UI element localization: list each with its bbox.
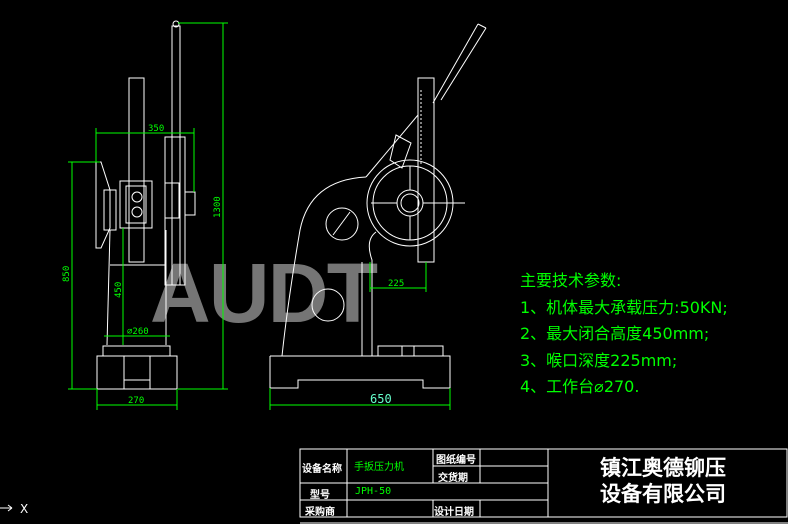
tech-title: 主要技术参数: [520,271,622,290]
company-line-1: 镇江奥德铆压 [600,456,726,480]
side-dimensions: 225 650 [269,262,451,410]
side-view [269,23,487,389]
drawing-no-label: 图纸编号 [436,455,476,466]
equipment-name-label: 设备名称 [302,464,342,475]
dim-350: 350 [148,124,164,134]
tech-item: 3、喉口深度225mm; [520,350,678,370]
purchaser-label: 采购商 [305,507,335,518]
dim-650: 650 [370,392,392,406]
tech-item: 4、工作台⌀270. [520,377,640,396]
dim-1300: 1300 [213,196,223,218]
ucs-axis-icon: X [0,502,28,516]
company-line-2: 设备有限公司 [600,482,726,506]
model-value: JPH-50 [355,486,392,497]
tech-item: 2、最大闭合高度450mm; [520,324,710,343]
front-dimensions: 350 1300 850 450 ⌀260 270 [62,22,228,410]
dim-260: ⌀260 [127,327,149,337]
title-block-grid [299,448,788,524]
front-view [95,20,196,390]
watermark: AUDT [150,246,378,340]
equipment-name-value: 手扳压力机 [354,462,404,473]
dim-270: 270 [128,396,144,406]
model-label: 型号 [310,490,330,501]
delivery-label: 交货期 [438,473,468,484]
technical-parameters: 主要技术参数: 1、机体最大承载压力:50KN; 2、最大闭合高度450mm; … [520,268,728,401]
tech-item: 1、机体最大承载压力:50KN; [520,297,728,317]
design-date-label: 设计日期 [434,507,474,518]
dim-850: 850 [62,266,72,282]
dim-225: 225 [388,279,404,289]
dim-450: 450 [114,282,124,298]
company-name: 镇江奥德铆压 设备有限公司 [548,455,778,507]
ucs-x-label: X [20,502,28,516]
